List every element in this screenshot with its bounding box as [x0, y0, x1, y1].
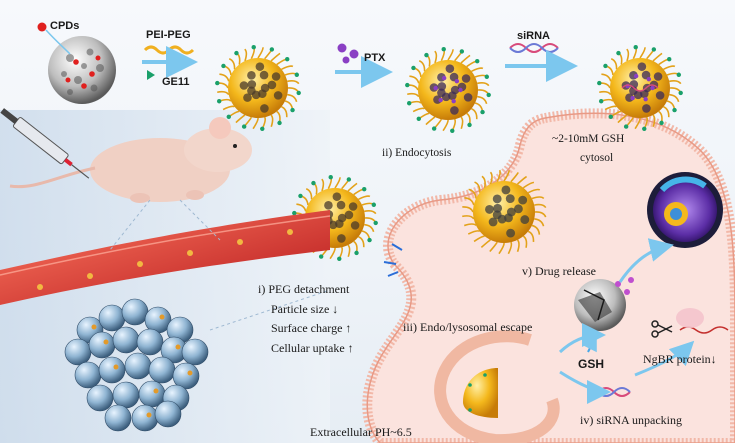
surface-charge-label: Surface charge ↑: [271, 321, 352, 335]
peg-detachment-label: i) PEG detachment: [258, 282, 350, 296]
cytosol-label: cytosol: [580, 152, 614, 164]
nucleus-icon: [647, 172, 723, 248]
endo-lysosomal-escape-label: iii) Endo/lysosomal escape: [403, 320, 533, 334]
ge11-label: GE11: [162, 76, 190, 88]
mouse-icon: [9, 117, 252, 203]
drug-release-label: v) Drug release: [522, 264, 596, 278]
nanoparticle-sirna: [597, 45, 683, 131]
nanoparticle-ptx: [405, 47, 491, 133]
tumor-icon: [64, 298, 209, 432]
scissors-icon: [651, 320, 673, 338]
particle-size-label: Particle size ↓: [271, 302, 339, 316]
nanoparticle-peg: [215, 45, 301, 131]
endocytosis-label: ii) Endocytosis: [382, 147, 452, 159]
cpds-label: CPDs: [50, 20, 80, 32]
sirna-unpacking-label: iv) siRNA unpacking: [580, 413, 682, 427]
cellular-uptake-label: Cellular uptake ↑: [271, 341, 354, 355]
gsh-label: GSH: [578, 357, 605, 371]
cpd-legend-dot: [37, 22, 47, 32]
blood-vessel-icon: [0, 210, 330, 305]
ptx-label: PTX: [364, 52, 386, 64]
nanoparticle-endocytosis: [462, 169, 547, 255]
pei-peg-chain-icon: [143, 45, 195, 55]
cpd-core-particle: [48, 36, 116, 104]
syringe-icon: [0, 108, 90, 179]
gsh-concentration-label: ~2-10mM GSH: [552, 133, 625, 145]
pei-peg-label: PEI-PEG: [146, 29, 191, 41]
extracellular-ph-label: Extracellular PH~6.5: [310, 425, 412, 439]
sirna-legend-helix: [509, 43, 559, 53]
ge11-triangle-icon: [147, 70, 155, 80]
endosome-icon: [434, 330, 560, 443]
broken-particle-icon: [574, 277, 634, 353]
ngbr-protein-label: NgBR protein↓: [643, 352, 717, 366]
sirna-label: siRNA: [517, 30, 551, 42]
